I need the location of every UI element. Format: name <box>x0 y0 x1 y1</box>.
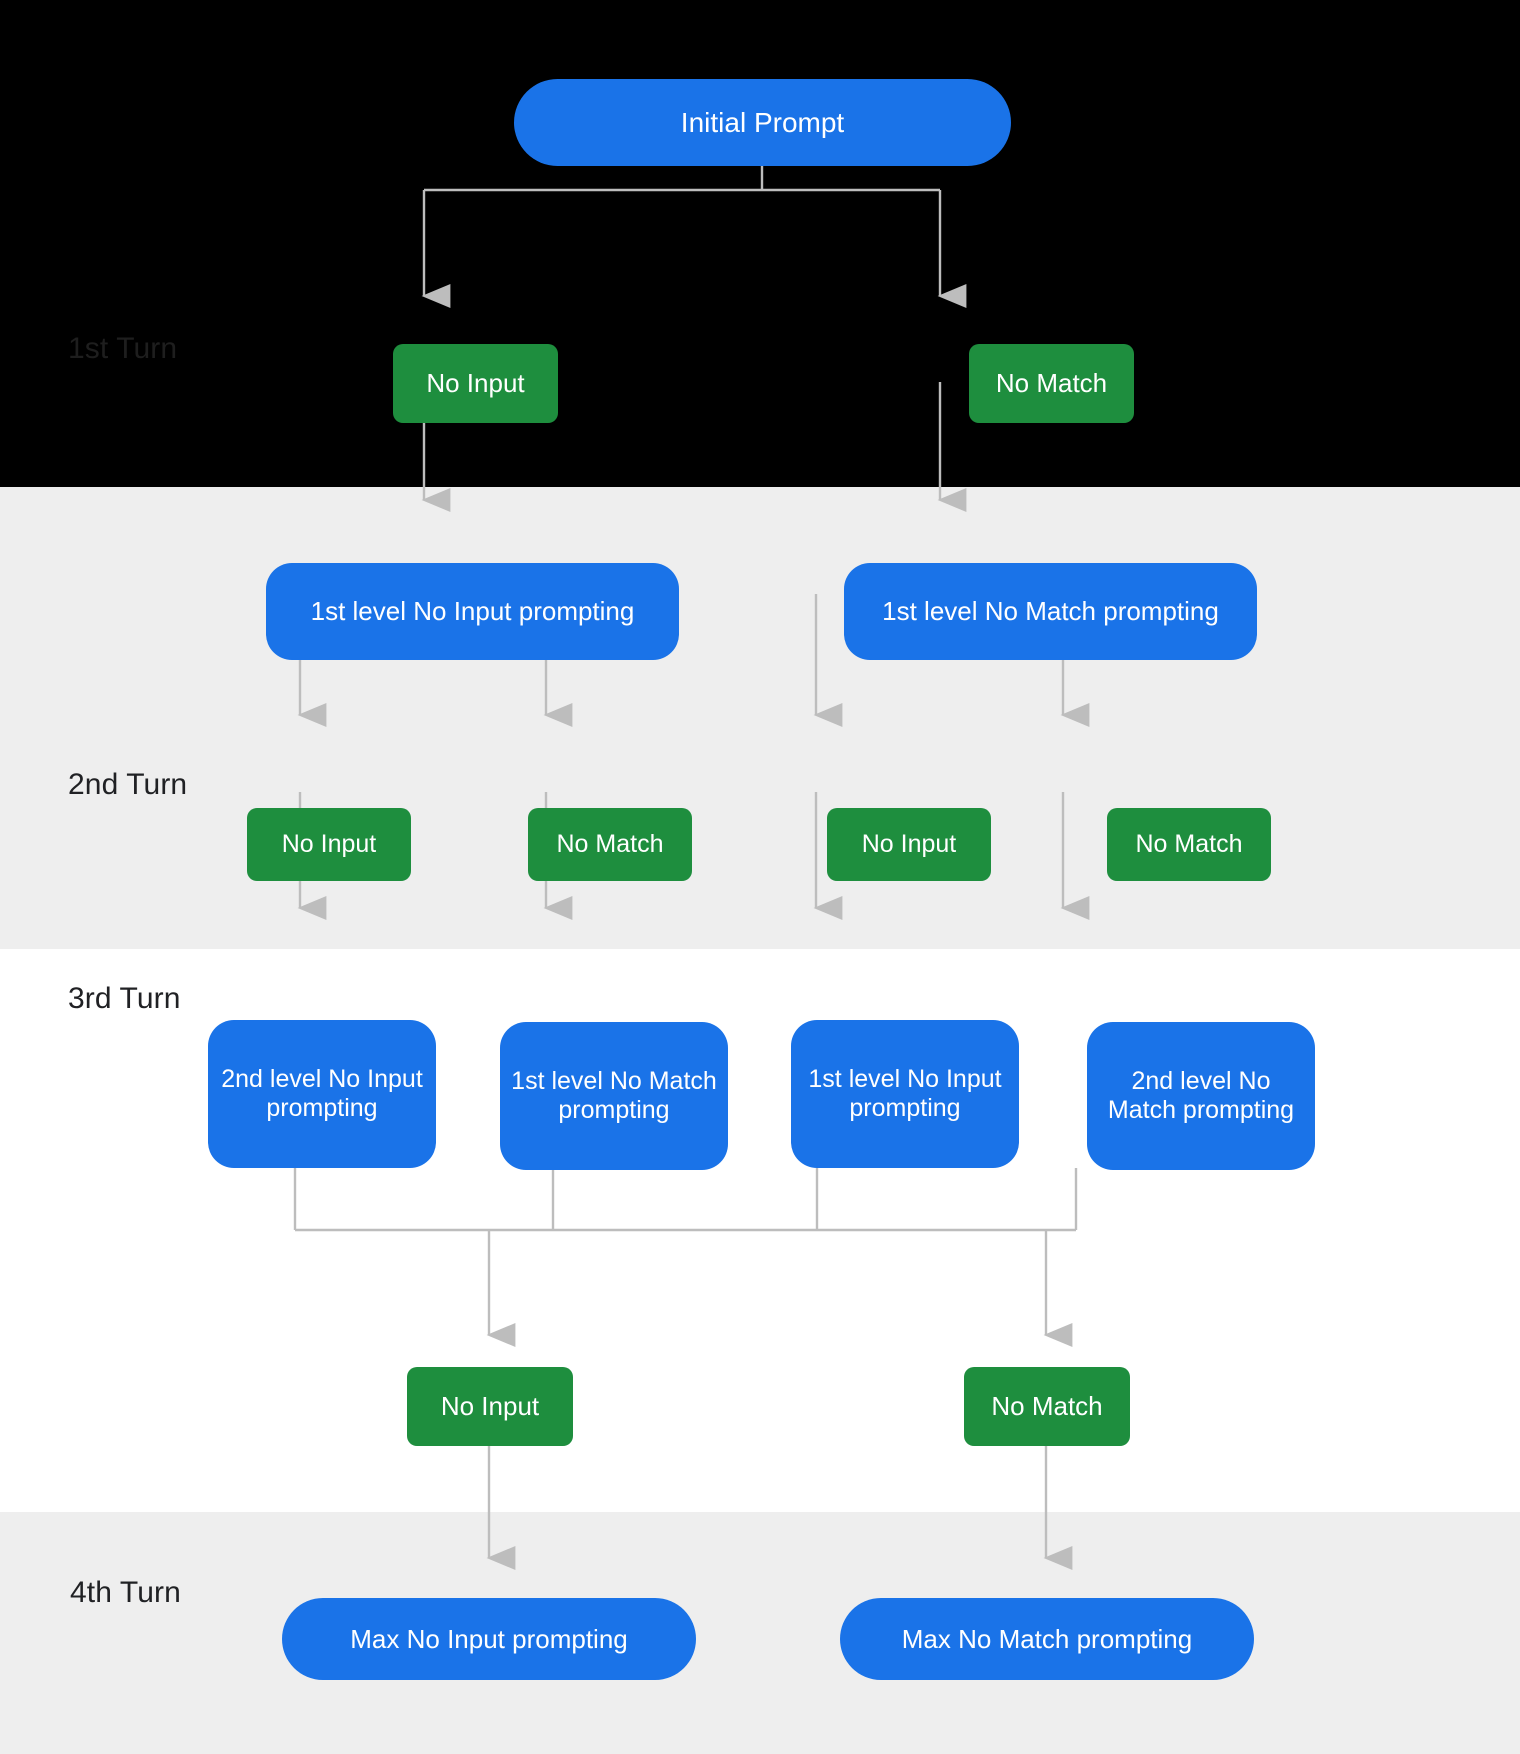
turn-label-4th: 4th Turn <box>70 1576 181 1609</box>
node-t2-no-input-a[interactable]: No Input <box>247 808 411 881</box>
node-t1-no-input[interactable]: No Input <box>393 344 558 423</box>
node-t2-no-input-b[interactable]: No Input <box>827 808 991 881</box>
turn-label-2nd: 2nd Turn <box>68 768 188 801</box>
node-initial-prompt[interactable]: Initial Prompt <box>514 79 1011 166</box>
band-4th-turn <box>0 1512 1520 1754</box>
band-2nd-turn <box>0 487 1520 949</box>
node-t2-1st-level-no-input-prompting[interactable]: 1st level No Input prompting <box>266 563 679 660</box>
node-t1-no-match[interactable]: No Match <box>969 344 1134 423</box>
node-t2-no-match-b[interactable]: No Match <box>1107 808 1271 881</box>
turn-label-3rd: 3rd Turn <box>68 982 181 1015</box>
turn-label-1st: 1st Turn <box>68 332 178 365</box>
node-t3-no-match[interactable]: No Match <box>964 1367 1130 1446</box>
node-t3-2nd-level-no-match-prompting[interactable]: 2nd level No Match prompting <box>1087 1022 1315 1170</box>
node-t3-1st-level-no-input-prompting[interactable]: 1st level No Input prompting <box>791 1020 1019 1168</box>
node-t3-2nd-level-no-input-prompting[interactable]: 2nd level No Input prompting <box>208 1020 436 1168</box>
node-t2-1st-level-no-match-prompting[interactable]: 1st level No Match prompting <box>844 563 1257 660</box>
node-t3-1st-level-no-match-prompting[interactable]: 1st level No Match prompting <box>500 1022 728 1170</box>
node-t4-max-no-match-prompting[interactable]: Max No Match prompting <box>840 1598 1254 1680</box>
node-t2-no-match-a[interactable]: No Match <box>528 808 692 881</box>
node-t4-max-no-input-prompting[interactable]: Max No Input prompting <box>282 1598 696 1680</box>
band-1st-turn <box>0 0 1520 487</box>
node-t3-no-input[interactable]: No Input <box>407 1367 573 1446</box>
